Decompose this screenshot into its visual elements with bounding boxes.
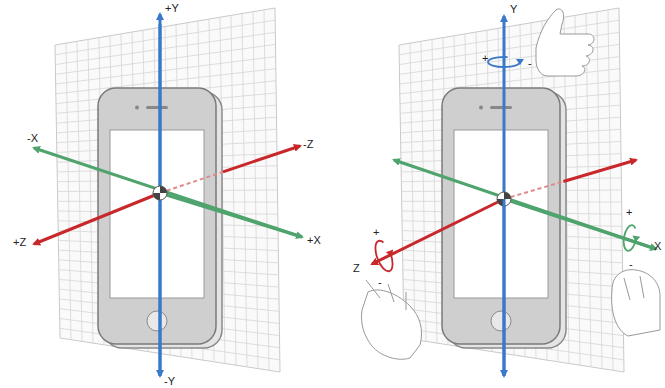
axis-label: +Z [12, 236, 27, 248]
z-axis [372, 199, 504, 264]
z-axis-hidden [160, 146, 300, 193]
x-axis [504, 199, 656, 249]
axis-label: Z [352, 262, 361, 274]
phone-screen [454, 130, 548, 298]
speaker [146, 106, 168, 109]
rotation-arrow [372, 237, 400, 273]
x-axis [160, 193, 302, 237]
grid-plane [55, 8, 624, 372]
z-axis [223, 146, 300, 172]
axis-label: -Y [163, 375, 176, 387]
camera [479, 106, 483, 110]
rotation-arrow-head [631, 235, 640, 242]
camera [135, 106, 139, 110]
home-button [491, 311, 511, 331]
origin [153, 186, 167, 200]
speaker [490, 106, 512, 109]
origin [504, 192, 511, 199]
rotation-sign: + [481, 52, 489, 64]
origin [153, 193, 160, 200]
rotation-sign: - [377, 276, 383, 288]
grid-line [56, 44, 276, 74]
rotation-sign: - [527, 57, 533, 69]
hand-sketch [612, 270, 660, 336]
y-axis [503, 199, 506, 376]
rotation-sign: + [625, 206, 633, 218]
axis-label: X [653, 240, 662, 252]
hand-sketch [361, 9, 660, 359]
rotation-arrow [622, 224, 642, 252]
hand-sketch [361, 280, 421, 359]
phone-body [98, 88, 216, 344]
rotation-arrow [372, 239, 396, 274]
rotation-sign: - [628, 258, 634, 270]
origin [160, 186, 167, 193]
x-axis [34, 148, 302, 237]
x-axis [394, 160, 656, 249]
grid-border [399, 8, 624, 372]
hand-sketch [536, 9, 594, 76]
axis-label: +X [306, 234, 322, 246]
axis-label: -Z [302, 138, 314, 150]
z-axis [563, 160, 636, 181]
rotation-sign: + [372, 226, 380, 238]
phone [98, 88, 566, 348]
z-axis-hidden [504, 160, 636, 199]
rotation-arrow [488, 57, 520, 67]
phone-screen [110, 130, 204, 298]
rotation-arrow-head [386, 249, 396, 257]
grid-line [56, 57, 276, 85]
rotation-arrow [488, 57, 524, 67]
phone-body [442, 88, 560, 344]
z-axis [34, 193, 160, 244]
axis-label: -X [26, 132, 39, 144]
home-button [147, 311, 167, 331]
axis-label: +Y [164, 2, 180, 14]
rotation-arrow-head [516, 59, 524, 65]
axis-label: Y [509, 3, 518, 15]
